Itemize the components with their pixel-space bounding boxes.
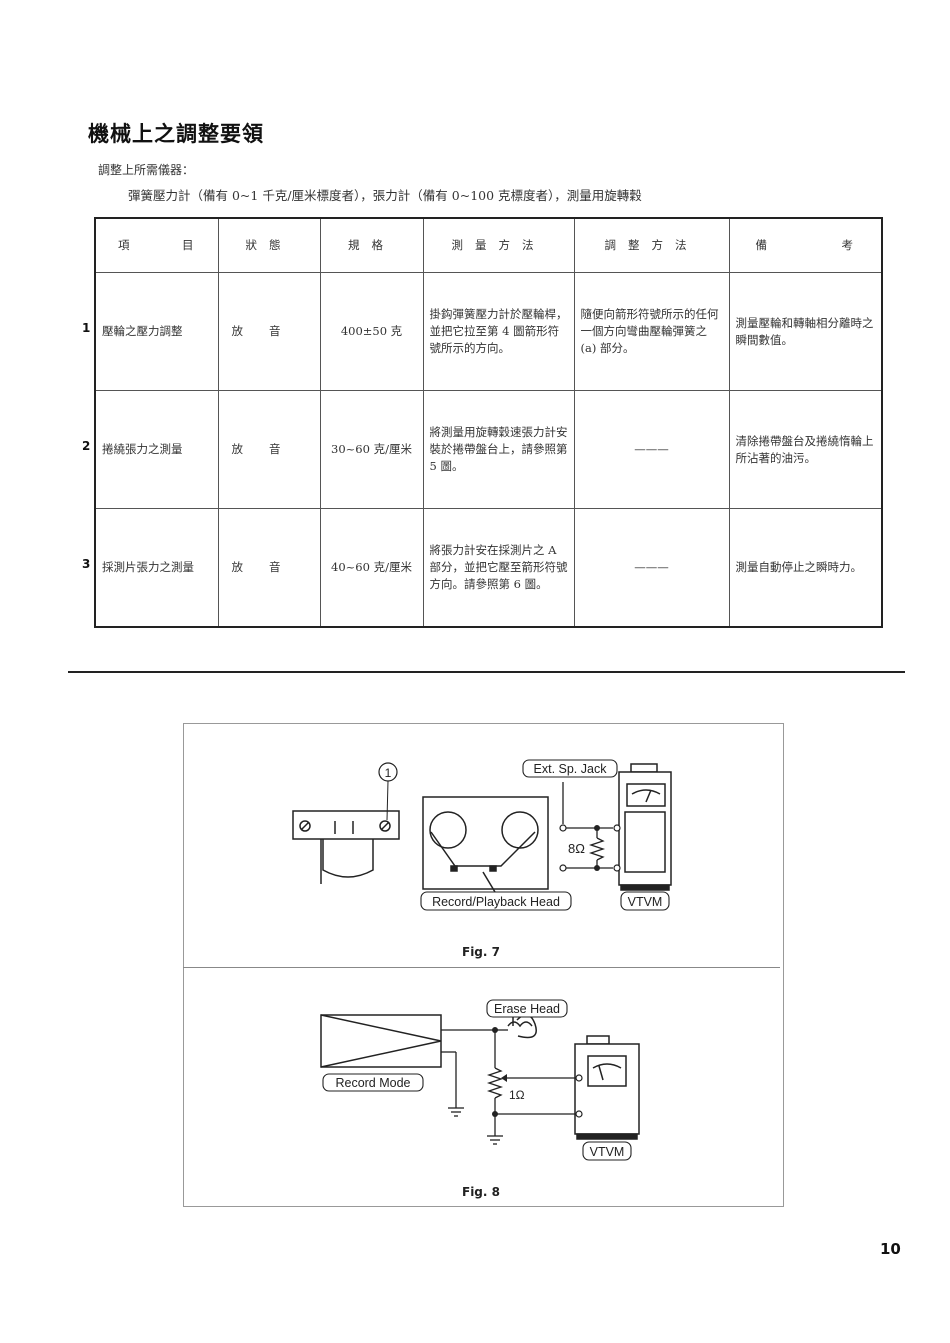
- row-adjust: 隨便向箭形符號所示的任何一個方向彎曲壓輪彈簧之 (a) 部分。: [573, 272, 730, 391]
- row-adjust: ———: [573, 390, 730, 509]
- fig8-meter-label: VTVM: [590, 1145, 625, 1159]
- row-state: 放音: [217, 390, 321, 509]
- fig7-meter-label: VTVM: [628, 895, 663, 909]
- table-row: 採測片張力之測量 放音 40~60 克/厘米 將張力計安在採測片之 A 部分，並…: [94, 508, 883, 627]
- fig7-caption: Fig. 7: [462, 945, 500, 959]
- requirements-label: 調整上所需儀器：: [98, 163, 195, 177]
- ext-jack-label-box: [522, 759, 618, 778]
- tape-deck-icon: [422, 796, 549, 893]
- vtvm-label-box: [620, 891, 670, 911]
- row-note: 測量壓輪和轉軸相分離時之瞬間數值。: [728, 272, 883, 391]
- table-row: 壓輪之壓力調整 放音 400±50 克 掛鈎彈簧壓力計於壓輪桿，並把它拉至第 4…: [94, 272, 883, 391]
- table-row: 捲繞張力之測量 放音 30~60 克/厘米 將測量用旋轉穀速張力計安裝於捲帶盤台…: [94, 390, 883, 509]
- head-label-box: [420, 891, 572, 911]
- fig8-mode-label: Record Mode: [335, 1076, 410, 1090]
- figure-separator: [183, 967, 780, 968]
- page-number: 10: [880, 1240, 901, 1258]
- row-measure: 將張力計安在採測片之 A 部分，並把它壓至箭形符號方向。請參照第 6 圖。: [422, 508, 575, 627]
- adjustment-table: 項目 狀態 規格 測量方法 調整方法 備考 壓輪之壓力調整 放音 400±50 …: [94, 217, 883, 628]
- row-spec: 400±50 克: [319, 272, 424, 391]
- header-measure: 測量方法: [422, 217, 575, 273]
- fig8-wiring: [441, 1029, 577, 1145]
- row-item: 採測片張力之測量: [94, 508, 219, 627]
- row-state: 放音: [217, 272, 321, 391]
- row-item: 捲繞張力之測量: [94, 390, 219, 509]
- record-mode-label-box: [322, 1073, 424, 1092]
- requirements-text: 彈簧壓力計（備有 0~1 千克/厘米標度者），張力計（備有 0~100 克標度者…: [128, 188, 642, 203]
- row-note: 測量自動停止之瞬時力。: [728, 508, 883, 627]
- erase-head-label-box: [486, 999, 568, 1018]
- header-state: 狀態: [217, 217, 321, 273]
- row-adjust: ———: [573, 508, 730, 627]
- table-header-row: 項目 狀態 規格 測量方法 調整方法 備考: [94, 217, 883, 273]
- pinch-roller-assembly-icon: [292, 810, 400, 884]
- row-item: 壓輪之壓力調整: [94, 272, 219, 391]
- fig8-erase-head-label: Erase Head: [494, 1002, 560, 1016]
- fig7-diagram: 1 8Ω Ext. Sp. Jack Record/Play: [292, 759, 672, 911]
- fig7-callout: 1: [385, 766, 392, 780]
- fig8-caption: Fig. 8: [462, 1185, 500, 1199]
- header-item: 項目: [94, 217, 219, 273]
- vtvm-meter-icon: [574, 1035, 640, 1140]
- row-state: 放音: [217, 508, 321, 627]
- row-number: 3: [82, 557, 91, 571]
- row-measure: 掛鈎彈簧壓力計於壓輪桿，並把它拉至第 4 圖箭形符號所示的方向。: [422, 272, 575, 391]
- fig7-head-label: Record/Playback Head: [432, 895, 560, 909]
- figure-box: [183, 723, 784, 1207]
- row-note: 清除捲帶盤台及捲繞惰輪上所沾著的油污。: [728, 390, 883, 509]
- fig8-resistor-label: 1Ω: [509, 1088, 525, 1102]
- header-note: 備考: [728, 217, 883, 273]
- fig7-ext-jack-label: Ext. Sp. Jack: [534, 762, 608, 776]
- row-spec: 30~60 克/厘米: [319, 390, 424, 509]
- fig8-diagram: Erase Head Record Mode 1Ω VTVM: [320, 999, 640, 1161]
- header-adjust: 調整方法: [573, 217, 730, 273]
- row-spec: 40~60 克/厘米: [319, 508, 424, 627]
- row-number: 2: [82, 439, 91, 453]
- fig7-resistor-label: 8Ω: [568, 841, 585, 856]
- page-title: 機械上之調整要領: [88, 122, 264, 146]
- header-spec: 規格: [319, 217, 424, 273]
- row-measure: 將測量用旋轉穀速張力計安裝於捲帶盤台上，請參照第 5 圖。: [422, 390, 575, 509]
- row-number: 1: [82, 321, 91, 335]
- vtvm-meter-icon: [618, 763, 672, 891]
- record-mode-block-icon: [320, 1014, 442, 1068]
- vtvm-label-box: [582, 1141, 632, 1161]
- section-divider: [68, 671, 905, 673]
